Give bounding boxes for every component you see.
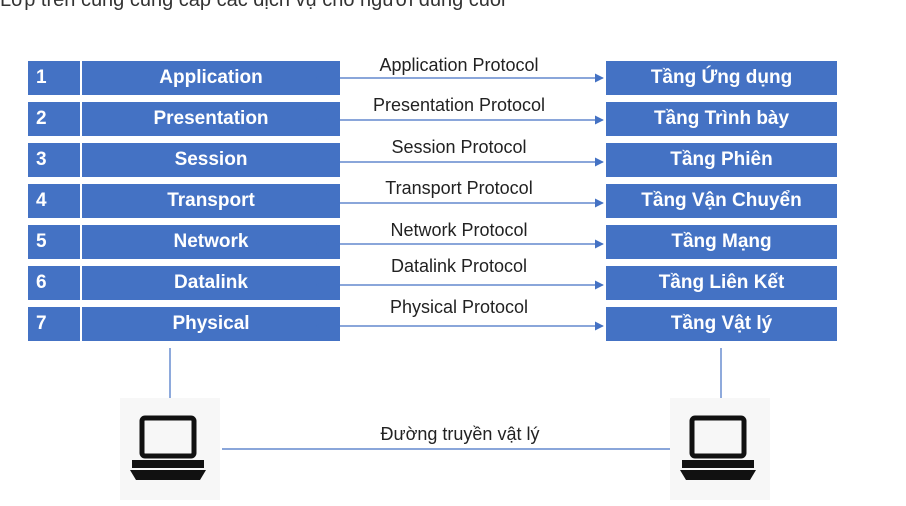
layer-number: 5 <box>27 224 81 260</box>
layer-name: Transport <box>81 183 341 219</box>
vi-layer-name: Tầng Trình bày <box>605 101 838 137</box>
layer-number: 7 <box>27 306 81 342</box>
vi-layer-name: Tầng Phiên <box>605 142 838 178</box>
caption-text: Lớp trên cùng cung cấp các dịch vụ cho n… <box>0 0 506 11</box>
layer-name: Application <box>81 60 341 96</box>
protocol-label: Presentation Protocol <box>372 95 546 115</box>
vi-layer-name: Tầng Vật lý <box>605 306 838 342</box>
layer-number: 1 <box>27 60 81 96</box>
layer-name: Datalink <box>81 265 341 301</box>
layer-number: 2 <box>27 101 81 137</box>
layer-number: 3 <box>27 142 81 178</box>
physical-link-label: Đường truyền vật lý <box>380 424 540 444</box>
right-laptop <box>670 398 770 500</box>
left-laptop <box>120 398 220 500</box>
protocol-label: Network Protocol <box>390 220 528 240</box>
layer-name: Physical <box>81 306 341 342</box>
vi-layer-name: Tầng Mạng <box>605 224 838 260</box>
protocol-label: Datalink Protocol <box>390 256 528 276</box>
cropped-caption: Lớp trên cùng cung cấp các dịch vụ cho n… <box>0 0 906 12</box>
protocol-label: Transport Protocol <box>385 178 533 198</box>
layer-name: Network <box>81 224 341 260</box>
layer-name: Session <box>81 142 341 178</box>
vi-layer-name: Tầng Vận Chuyển <box>605 183 838 219</box>
protocol-label: Physical Protocol <box>389 297 529 317</box>
vi-layer-name: Tầng Ứng dụng <box>605 60 838 96</box>
layer-name: Presentation <box>81 101 341 137</box>
laptop-icon <box>680 415 756 480</box>
vi-layer-name: Tầng Liên Kết <box>605 265 838 301</box>
protocol-label: Application Protocol <box>379 55 539 75</box>
laptop-icon <box>130 415 206 480</box>
protocol-label: Session Protocol <box>391 137 527 157</box>
layer-number: 6 <box>27 265 81 301</box>
layer-number: 4 <box>27 183 81 219</box>
